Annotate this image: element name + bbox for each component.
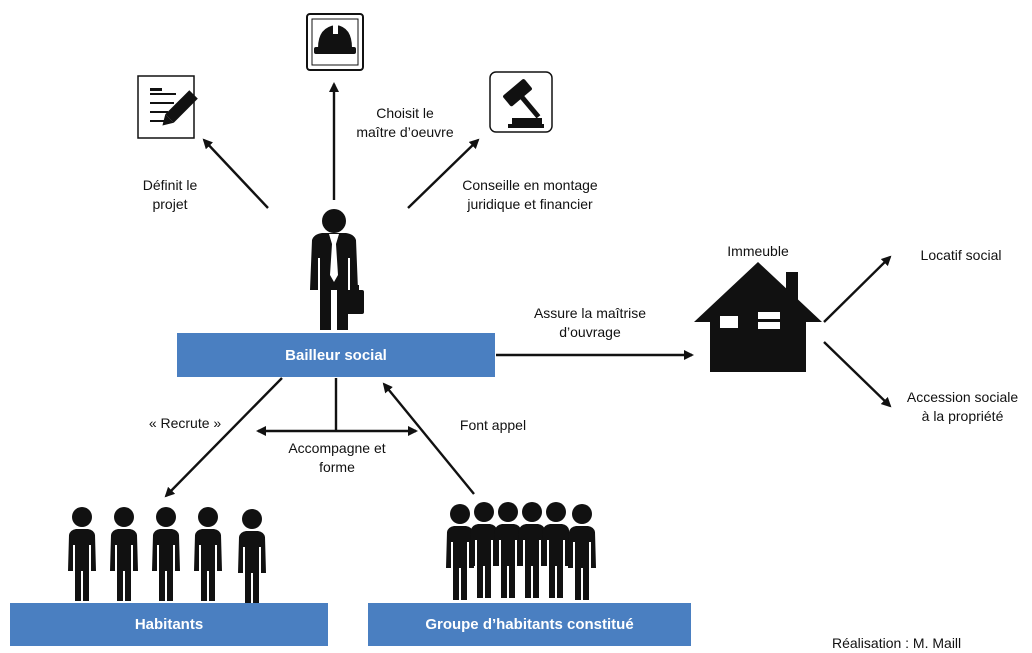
people-group-icon xyxy=(68,507,266,603)
label-appeal: Font appel xyxy=(459,417,527,433)
arrow-recruits xyxy=(164,377,283,498)
arrow-appeal xyxy=(382,382,475,495)
label-recruits: « Recrute » xyxy=(148,415,222,431)
gavel-icon xyxy=(489,71,553,133)
label-advises: Conseille en montage juridique et financ… xyxy=(462,177,598,212)
businessman-icon xyxy=(310,209,364,330)
arrow-rental xyxy=(823,255,892,323)
hard-hat-icon xyxy=(306,13,364,71)
people-group-icon xyxy=(446,502,596,600)
label-accession: Accession sociale à la propriété xyxy=(906,389,1019,424)
label-chooses: Choisit le maître d’oeuvre xyxy=(356,105,454,140)
arrow-accession xyxy=(823,341,892,408)
arrow-defines xyxy=(202,138,269,209)
group-box: Groupe d’habitants constitué xyxy=(368,603,691,646)
label-building: Immeuble xyxy=(727,243,789,259)
landlord-box: Bailleur social xyxy=(177,333,495,377)
document-pencil-icon xyxy=(137,75,198,139)
credit-text: Réalisation : M. Maill xyxy=(832,635,962,651)
label-supports: Accompagne et forme xyxy=(288,440,386,475)
arrow-advises xyxy=(407,138,480,209)
house-icon xyxy=(694,262,822,372)
label-ensures: Assure la maîtrise d’ouvrage xyxy=(533,305,647,340)
label-rental: Locatif social xyxy=(920,247,1002,263)
residents-box: Habitants xyxy=(10,603,328,646)
label-defines: Définit le projet xyxy=(142,177,198,212)
